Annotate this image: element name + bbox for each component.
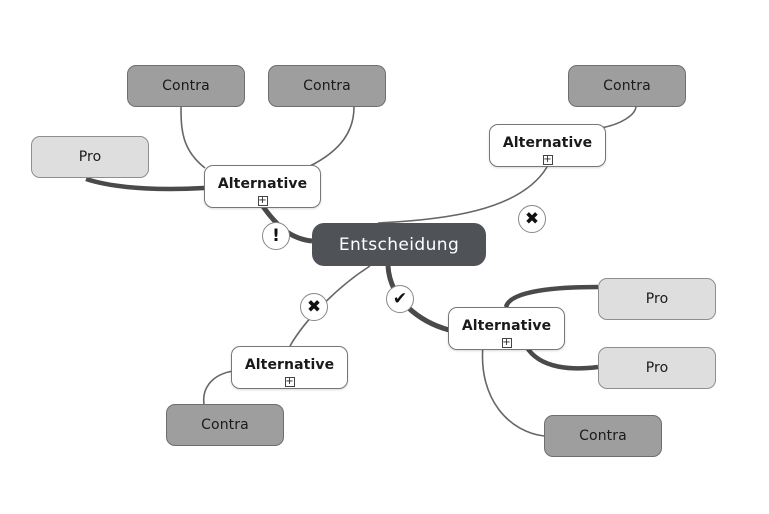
pro-node[interactable]: Pro — [598, 347, 716, 389]
alternative-node-topright[interactable]: Alternative + — [489, 124, 606, 167]
expand-icon[interactable]: + — [257, 195, 268, 206]
contra-node[interactable]: Contra — [166, 404, 284, 446]
alternative-node-bottomleft[interactable]: Alternative + — [231, 346, 348, 389]
link-altBR-pro2 — [524, 344, 599, 371]
contra-node[interactable]: Contra — [568, 65, 686, 107]
pro-node[interactable]: Pro — [31, 136, 149, 178]
contra-label: Contra — [201, 417, 249, 433]
contra-node[interactable]: Contra — [268, 65, 386, 107]
expand-icon[interactable]: + — [501, 337, 512, 348]
check-glyph: ✔ — [392, 289, 408, 309]
link-altBR-pro1 — [503, 284, 599, 308]
cross-icon: ✖ — [518, 205, 546, 233]
pro-label: Pro — [78, 149, 102, 165]
link-altTR-contra — [599, 105, 637, 129]
link-center-alt-topright — [377, 166, 548, 224]
expand-icon[interactable]: + — [542, 154, 553, 165]
alternative-node-topleft[interactable]: Alternative + — [204, 165, 321, 208]
check-icon: ✔ — [386, 285, 414, 313]
exclamation-icon: ! — [262, 222, 290, 250]
link-altTL-contra2 — [309, 106, 355, 167]
contra-label: Contra — [603, 78, 651, 94]
alternative-label: Alternative — [244, 356, 335, 373]
cross-icon: ✖ — [300, 293, 328, 321]
link-altBR-contra — [481, 344, 545, 437]
contra-label: Contra — [579, 428, 627, 444]
pro-label: Pro — [645, 360, 669, 376]
link-altBL-contra — [202, 370, 234, 405]
center-node-label: Entscheidung — [338, 234, 460, 255]
center-node-entscheidung[interactable]: Entscheidung — [312, 223, 486, 266]
pro-node[interactable]: Pro — [598, 278, 716, 320]
pro-label: Pro — [645, 291, 669, 307]
exclamation-glyph: ! — [272, 226, 280, 246]
alternative-label: Alternative — [461, 317, 552, 334]
expand-icon[interactable]: + — [284, 376, 295, 387]
contra-node[interactable]: Contra — [127, 65, 245, 107]
cross-glyph: ✖ — [306, 297, 322, 317]
cross-glyph: ✖ — [524, 209, 540, 229]
contra-label: Contra — [303, 78, 351, 94]
alternative-label: Alternative — [502, 134, 593, 151]
alternative-node-bottomright[interactable]: Alternative + — [448, 307, 565, 350]
contra-node[interactable]: Contra — [544, 415, 662, 457]
link-altTL-contra — [180, 106, 206, 169]
alternative-label: Alternative — [217, 175, 308, 192]
contra-label: Contra — [162, 78, 210, 94]
link-altTL-pro — [85, 176, 205, 192]
